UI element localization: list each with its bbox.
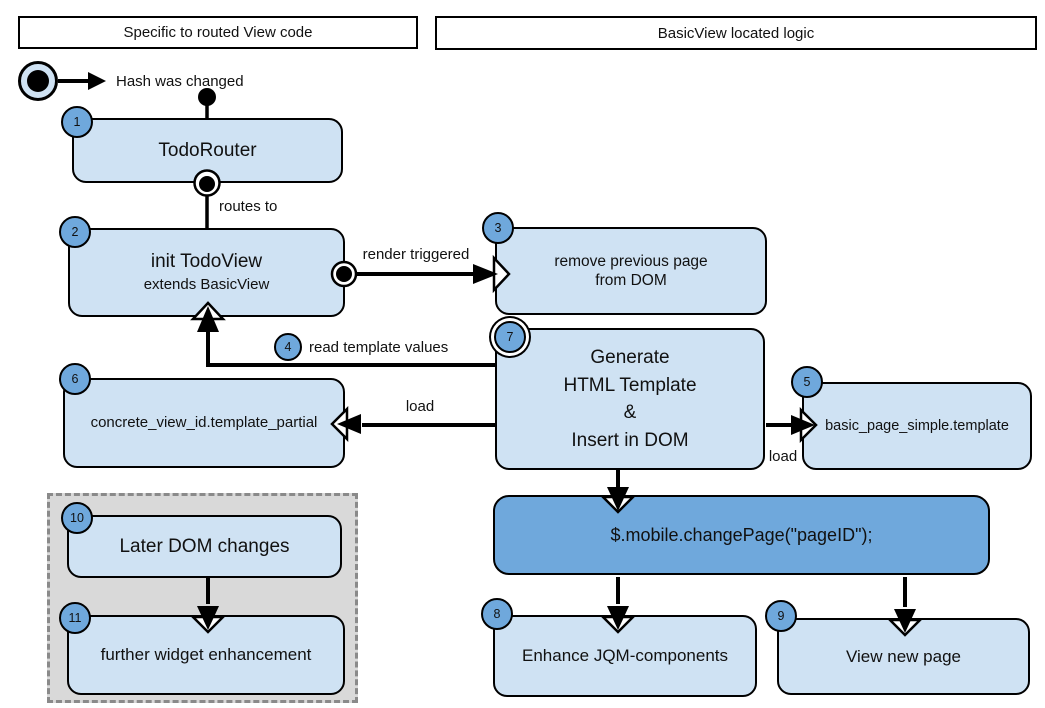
badge-7-number: 7 xyxy=(506,330,514,344)
node-todo-router: TodoRouter xyxy=(72,118,343,183)
hash-event-dot-icon xyxy=(198,88,216,106)
node-view-new-page: View new page xyxy=(777,618,1030,695)
node-generate-template-line2: HTML Template xyxy=(563,374,697,396)
node-generate-template-line3: & xyxy=(623,402,637,423)
edge-label-routes-to: routes to xyxy=(219,198,278,215)
node-init-todo-view: init TodoView extends BasicView xyxy=(68,228,345,317)
badge-11-number: 11 xyxy=(68,611,82,625)
badge-5-number: 5 xyxy=(803,375,811,389)
node-todo-router-label: TodoRouter xyxy=(158,139,257,161)
node-later-dom-changes-label: Later DOM changes xyxy=(119,535,290,557)
badge-4-number: 4 xyxy=(284,340,292,354)
start-arrowhead xyxy=(88,72,106,90)
badge-9-number: 9 xyxy=(777,609,785,623)
edge-label-load-right: load xyxy=(768,448,798,465)
start-node-icon xyxy=(18,61,58,101)
node-further-widget-enhancement: further widget enhancement xyxy=(67,615,345,695)
node-generate-template: Generate HTML Template & Insert in DOM xyxy=(495,328,765,470)
node-generate-template-line1: Generate xyxy=(590,347,670,368)
node-init-todo-view-title: init TodoView xyxy=(150,251,263,273)
badge-2: 2 xyxy=(59,216,91,248)
node-concrete-view-partial-label: concrete_view_id.template_partial xyxy=(90,413,318,431)
edge-label-load-left: load xyxy=(405,398,435,415)
badge-10-number: 10 xyxy=(70,511,84,525)
badge-1: 1 xyxy=(61,106,93,138)
badge-10: 10 xyxy=(61,502,93,534)
node-change-page-label: $.mobile.changePage("pageID"); xyxy=(610,524,873,545)
start-node-core-icon xyxy=(27,70,49,92)
node-remove-previous-page-line1: remove previous page xyxy=(554,252,708,270)
badge-3: 3 xyxy=(482,212,514,244)
node-remove-previous-page: remove previous page from DOM xyxy=(495,227,767,315)
badge-6: 6 xyxy=(59,363,91,395)
badge-11: 11 xyxy=(59,602,91,634)
header-specific-view-code: Specific to routed View code xyxy=(18,16,418,49)
badge-4: 4 xyxy=(274,333,302,361)
node-basic-page-template: basic_page_simple.template xyxy=(802,382,1032,470)
badge-6-number: 6 xyxy=(71,372,79,386)
node-init-todo-view-subtitle: extends BasicView xyxy=(143,276,270,293)
node-later-dom-changes: Later DOM changes xyxy=(67,515,342,578)
node-remove-previous-page-line2: from DOM xyxy=(595,272,667,289)
node-basic-page-template-label: basic_page_simple.template xyxy=(825,417,1009,434)
header-right-label: BasicView located logic xyxy=(657,24,815,42)
badge-7: 7 xyxy=(494,321,526,353)
header-basicview-logic: BasicView located logic xyxy=(435,16,1037,50)
badge-8: 8 xyxy=(481,598,513,630)
edge-label-hash-changed: Hash was changed xyxy=(116,73,244,90)
header-left-label: Specific to routed View code xyxy=(123,24,313,41)
node-enhance-jqm: Enhance JQM-components xyxy=(493,615,757,697)
badge-1-number: 1 xyxy=(73,115,81,129)
edge-label-read-template-values: read template values xyxy=(309,339,449,356)
badge-3-number: 3 xyxy=(494,221,502,235)
edge-label-render-triggered: render triggered xyxy=(362,246,470,263)
badge-5: 5 xyxy=(791,366,823,398)
badge-2-number: 2 xyxy=(71,225,79,239)
node-enhance-jqm-label: Enhance JQM-components xyxy=(522,646,728,666)
node-generate-template-line4: Insert in DOM xyxy=(571,429,689,451)
node-view-new-page-label: View new page xyxy=(846,646,961,666)
node-further-widget-enhancement-label: further widget enhancement xyxy=(100,645,312,665)
node-change-page: $.mobile.changePage("pageID"); xyxy=(493,495,990,575)
badge-8-number: 8 xyxy=(493,607,501,621)
badge-9: 9 xyxy=(765,600,797,632)
node-concrete-view-partial: concrete_view_id.template_partial xyxy=(63,378,345,468)
